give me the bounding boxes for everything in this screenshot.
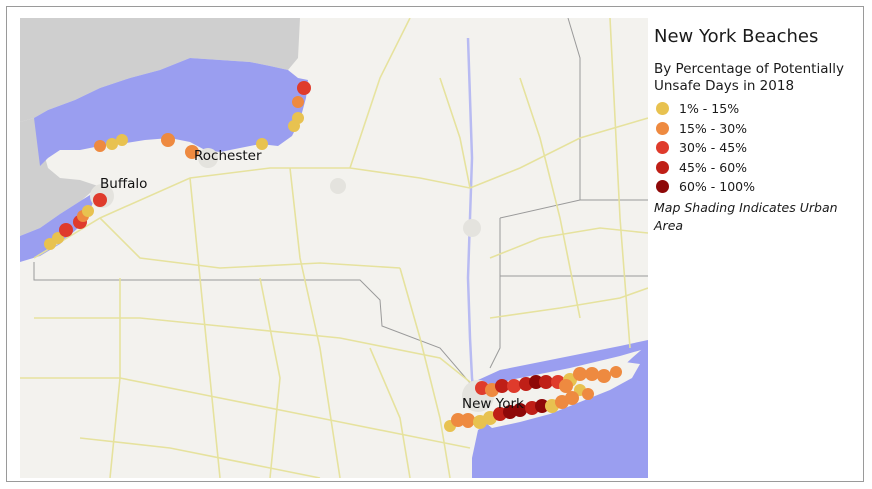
beach-marker[interactable]	[185, 145, 199, 159]
legend-swatch-icon	[656, 141, 669, 155]
beach-marker[interactable]	[495, 379, 509, 393]
lake-ontario	[34, 58, 308, 166]
beach-marker[interactable]	[106, 138, 118, 150]
beach-marker[interactable]	[559, 379, 573, 393]
beach-marker[interactable]	[513, 403, 527, 417]
beach-marker[interactable]	[451, 413, 465, 427]
map[interactable]: Buffalo Rochester New York	[20, 18, 648, 478]
beach-marker[interactable]	[507, 379, 521, 393]
beach-marker[interactable]	[94, 140, 106, 152]
legend-swatch-icon	[656, 121, 669, 135]
legend-swatch-icon	[656, 102, 669, 116]
beach-marker[interactable]	[565, 391, 579, 405]
beach-marker[interactable]	[573, 367, 587, 381]
legend-item-label: 1% - 15%	[679, 101, 740, 117]
beach-marker[interactable]	[82, 205, 94, 217]
road-network	[20, 18, 648, 478]
beach-marker[interactable]	[539, 375, 553, 389]
canada-region	[20, 18, 648, 122]
legend-item-label: 60% - 100%	[679, 179, 755, 195]
beach-marker[interactable]	[256, 138, 268, 150]
beach-marker[interactable]	[161, 133, 175, 147]
beach-marker[interactable]	[93, 193, 107, 207]
city-label-rochester: Rochester	[194, 148, 262, 164]
beach-marker[interactable]	[529, 375, 543, 389]
hudson-river	[466, 37, 478, 411]
beach-marker[interactable]	[297, 81, 311, 95]
legend-item-label: 45% - 60%	[679, 159, 748, 175]
beach-markers[interactable]	[44, 81, 622, 432]
beach-marker[interactable]	[535, 399, 549, 413]
legend-item-label: 15% - 30%	[679, 120, 748, 136]
lake-erie	[20, 190, 98, 262]
map-svg[interactable]: Buffalo Rochester New York	[20, 18, 648, 478]
legend-note: Map Shading Indicates Urban Area	[654, 199, 838, 233]
legend-item: 60% - 100%	[654, 177, 859, 197]
beach-marker[interactable]	[582, 388, 594, 400]
legend-item: 15% - 30%	[654, 119, 859, 139]
city-label-buffalo: Buffalo	[100, 176, 147, 192]
atlantic-ocean	[472, 344, 648, 478]
beach-marker[interactable]	[59, 223, 73, 237]
long-island-sound	[478, 340, 648, 394]
beach-marker[interactable]	[116, 134, 128, 146]
beach-marker[interactable]	[292, 96, 304, 108]
legend-item: 45% - 60%	[654, 158, 859, 178]
beach-marker[interactable]	[292, 112, 304, 124]
beach-marker[interactable]	[585, 367, 599, 381]
legend-item-label: 30% - 45%	[679, 140, 748, 156]
city-label-new-york: New York	[462, 396, 524, 412]
legend-item: 30% - 45%	[654, 138, 859, 158]
beach-marker[interactable]	[597, 369, 611, 383]
legend-subtitle: By Percentage of Potentially Unsafe Days…	[654, 61, 844, 94]
legend-items: 1% - 15% 15% - 30% 30% - 45% 45% - 60% 6…	[654, 99, 859, 197]
beach-marker[interactable]	[462, 416, 474, 428]
legend-swatch-icon	[656, 160, 669, 174]
beach-marker[interactable]	[52, 232, 64, 244]
map-legend: New York Beaches By Percentage of Potent…	[654, 26, 859, 235]
legend-title: New York Beaches	[654, 26, 819, 47]
state-borders	[33, 18, 648, 391]
legend-item: 1% - 15%	[654, 99, 859, 119]
legend-swatch-icon	[656, 180, 669, 194]
beach-marker[interactable]	[610, 366, 622, 378]
